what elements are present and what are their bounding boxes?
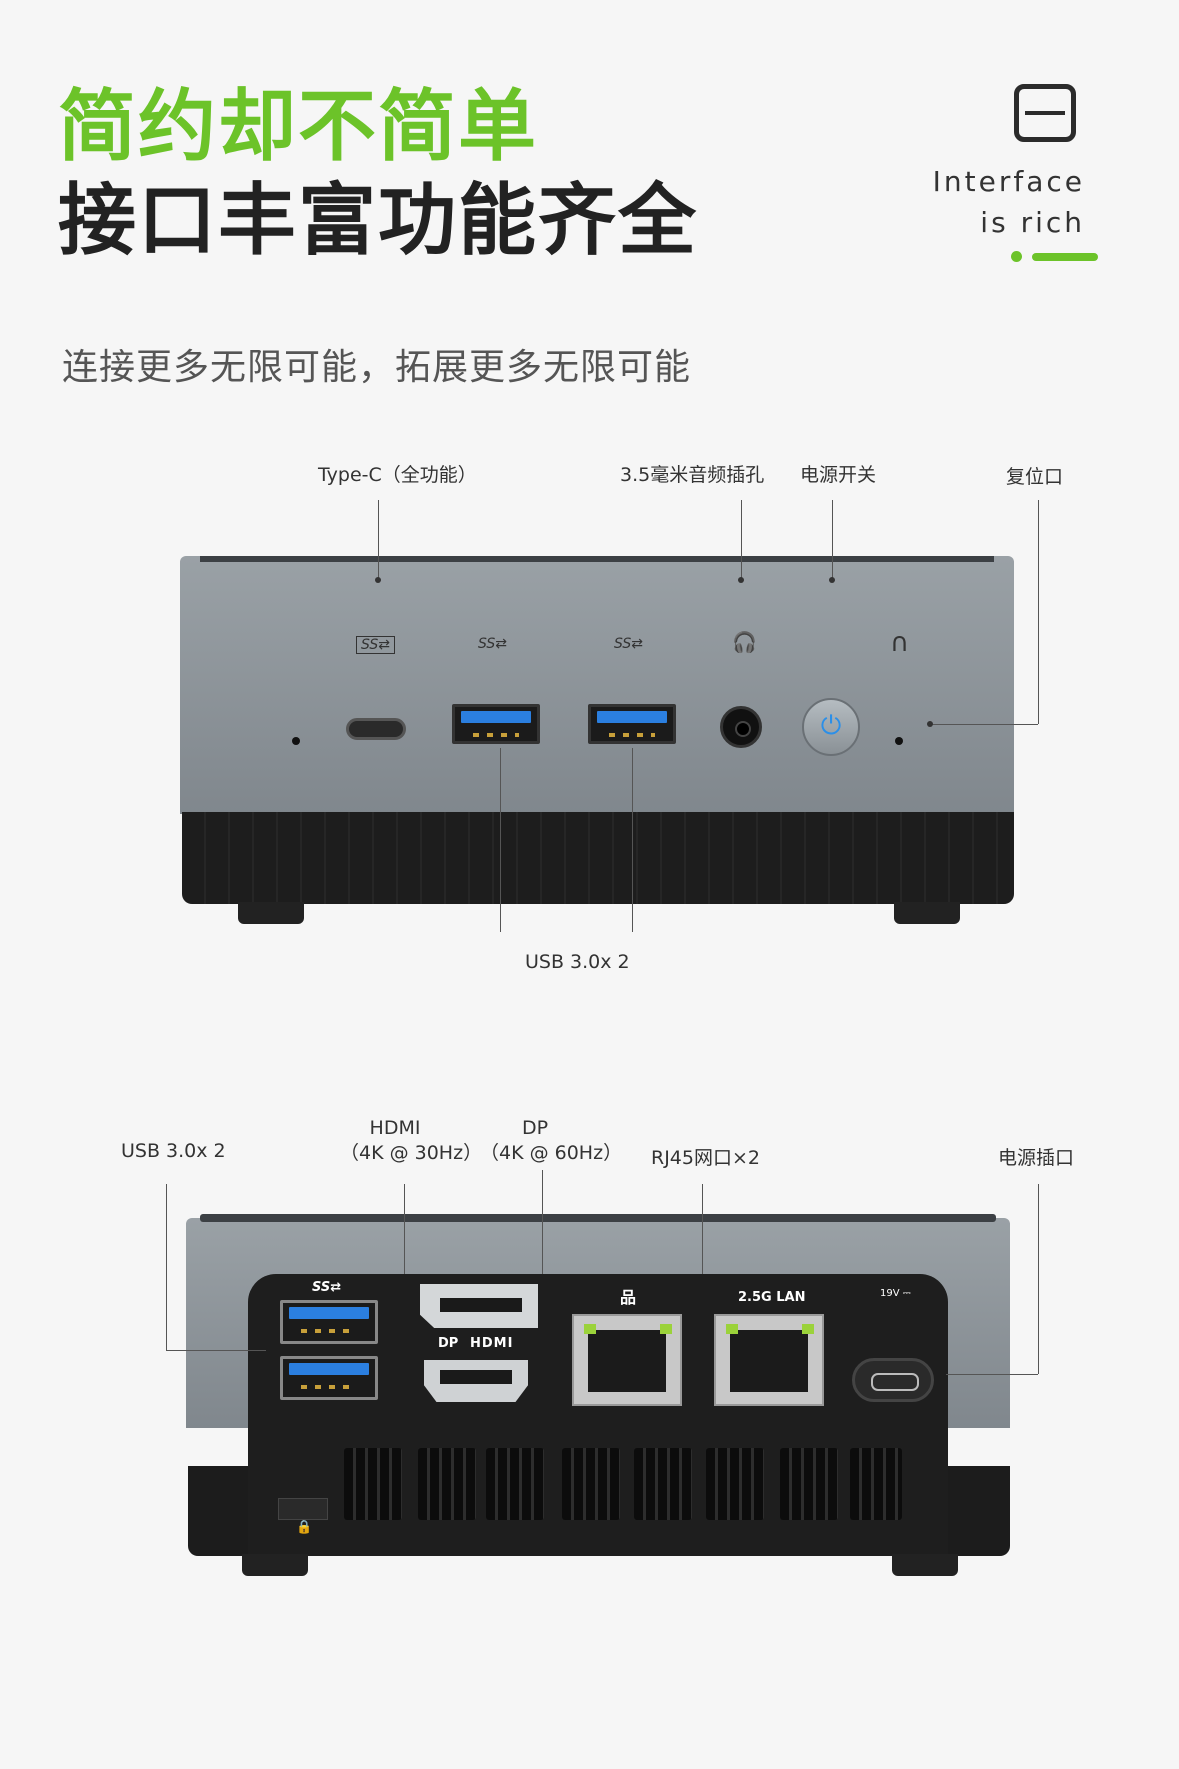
rj45-led <box>726 1324 738 1334</box>
leader-dot <box>375 577 381 583</box>
reset-hole[interactable] <box>895 737 903 745</box>
leader-dot <box>927 721 933 727</box>
vent <box>634 1448 692 1520</box>
rear-usb-port-2[interactable] <box>280 1356 378 1400</box>
vent <box>780 1448 838 1520</box>
leader-dp <box>542 1170 543 1274</box>
audio-jack[interactable] <box>720 706 762 748</box>
tagline: Interface is rich <box>933 162 1085 243</box>
rj45-led <box>802 1324 814 1334</box>
front-usb-port-1[interactable] <box>452 704 540 744</box>
ss-rear-usb-icon: SS⇄ <box>312 1280 342 1295</box>
ss-typec-icon: SS⇄ <box>356 636 396 654</box>
label-hdmi-title: HDMI <box>369 1117 421 1139</box>
leader-audio <box>741 500 742 580</box>
rj45-port-2[interactable] <box>714 1314 824 1406</box>
power-icon: ⏻ <box>820 711 842 741</box>
vent <box>562 1448 620 1520</box>
leader-typec <box>378 500 379 580</box>
dp-port-slot <box>440 1298 522 1312</box>
rear-usb-port-1[interactable] <box>280 1300 378 1344</box>
front-device-top-edge <box>200 556 994 562</box>
dc-rating-mark: 19V ⎓ <box>880 1288 911 1299</box>
front-led-hole <box>292 737 300 745</box>
dp-mark: DP <box>438 1336 459 1351</box>
leader-usb-2 <box>632 748 633 932</box>
front-device-body <box>180 556 1014 814</box>
label-dp-title: DP <box>521 1117 549 1139</box>
leader-reset-vertical <box>1038 500 1039 724</box>
front-typec-port[interactable] <box>346 718 406 740</box>
front-foot-right <box>894 902 960 924</box>
power-button[interactable]: ⏻ <box>802 698 860 756</box>
leader-dot <box>738 577 744 583</box>
label-hdmi: HDMI （4K @ 30Hz） <box>340 1116 483 1165</box>
label-hdmi-spec: （4K @ 30Hz） <box>340 1141 483 1164</box>
headphone-icon: 🎧 <box>732 630 757 654</box>
leader-hdmi <box>404 1184 405 1274</box>
network-icon: 品 <box>620 1288 637 1307</box>
label-power-switch: 电源开关 <box>800 464 877 486</box>
label-audio-jack: 3.5毫米音频插孔 <box>620 464 765 486</box>
reset-icon: ∩ <box>890 628 910 658</box>
leader-rj45 <box>702 1184 703 1274</box>
label-power-port: 电源插口 <box>998 1147 1075 1169</box>
headline-dark: 接口丰富功能齐全 <box>58 176 699 266</box>
kensington-lock-slot[interactable] <box>278 1498 328 1520</box>
rear-foot-left <box>242 1554 308 1576</box>
tagline-line1: Interface <box>932 165 1085 198</box>
label-dp-spec: （4K @ 60Hz） <box>480 1141 623 1164</box>
vent <box>706 1448 764 1520</box>
front-usb-port-2[interactable] <box>588 704 676 744</box>
front-foot-left <box>238 902 304 924</box>
lock-icon: 🔒 <box>296 1520 313 1535</box>
leader-rear-usb-horizontal <box>166 1350 266 1351</box>
leader-dot <box>829 577 835 583</box>
hdmi-port-slot <box>440 1370 512 1384</box>
leader-usb-1 <box>500 748 501 932</box>
tagline-line2: is rich <box>980 205 1085 239</box>
front-device-base <box>182 812 1014 904</box>
lan-speed-mark: 2.5G LAN <box>738 1290 806 1305</box>
vent <box>486 1448 544 1520</box>
vent <box>344 1448 402 1520</box>
ss-usb-icon: SS⇄ <box>614 636 644 652</box>
leader-power-port-horizontal <box>946 1374 1038 1375</box>
label-typec: Type-C（全功能） <box>318 464 477 486</box>
accent-bar <box>1032 253 1098 261</box>
power-input-port[interactable] <box>852 1358 934 1402</box>
rj45-led <box>660 1324 672 1334</box>
headline-green: 简约却不简单 <box>58 82 539 172</box>
leader-power-port-vertical <box>1038 1184 1039 1374</box>
leader-power <box>832 500 833 580</box>
rj45-led <box>584 1324 596 1334</box>
rear-device-top-edge <box>200 1214 996 1222</box>
hdmi-mark: HDMI <box>470 1336 514 1351</box>
leader-rear-usb-vertical <box>166 1184 167 1350</box>
rj45-socket <box>588 1330 666 1392</box>
accent-dot <box>1011 251 1022 262</box>
interface-icon <box>1014 84 1076 142</box>
vent <box>418 1448 476 1520</box>
leader-reset-horizontal <box>930 724 1038 725</box>
subtitle: 连接更多无限可能，拓展更多无限可能 <box>62 347 692 388</box>
vent <box>850 1448 902 1520</box>
label-rj45: RJ45网口×2 <box>651 1147 760 1169</box>
label-front-usb: USB 3.0x 2 <box>525 951 630 973</box>
rj45-port-1[interactable] <box>572 1314 682 1406</box>
rear-foot-right <box>892 1554 958 1576</box>
label-reset: 复位口 <box>1006 466 1064 488</box>
label-dp: DP （4K @ 60Hz） <box>480 1116 623 1165</box>
label-rear-usb: USB 3.0x 2 <box>121 1140 226 1162</box>
ss-usb-icon: SS⇄ <box>478 636 508 652</box>
rj45-socket <box>730 1330 808 1392</box>
